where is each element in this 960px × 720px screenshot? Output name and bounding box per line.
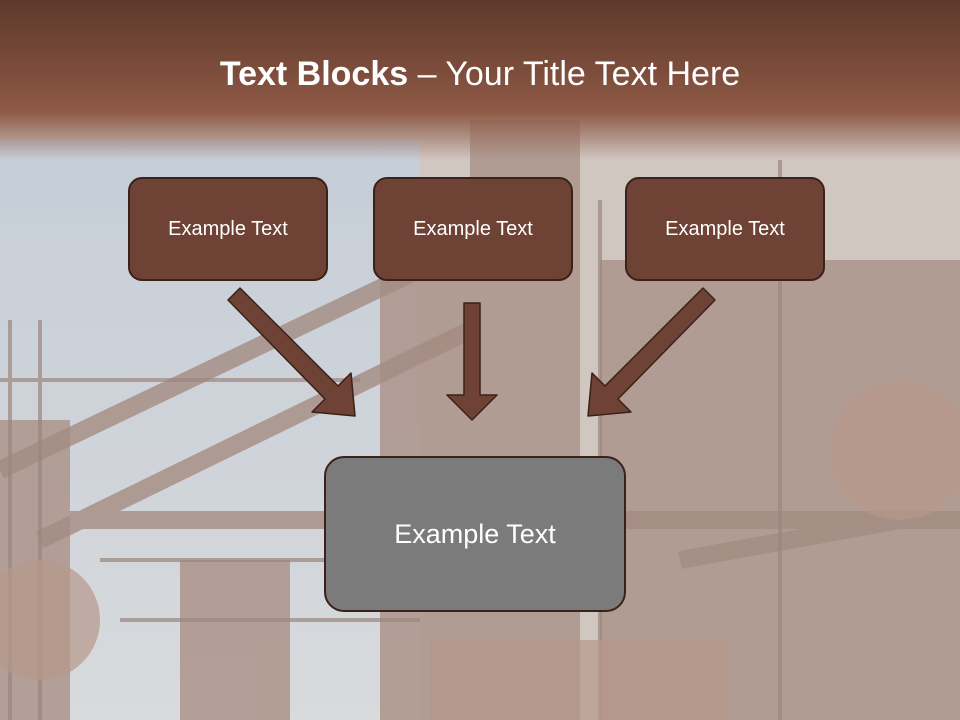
title-banner [0,0,960,160]
main-box-label: Example Text [394,518,556,549]
box-3-label: Example Text [665,217,785,240]
arrow-right [587,287,716,417]
title-bold: Text Blocks [219,55,409,93]
title-rest: – Your Title Text Here [408,55,741,93]
slide-title: Text Blocks – Your Title Text Here [0,55,960,94]
arrow-left [227,287,356,417]
example-text-box-3: Example Text [625,177,825,281]
example-text-box-1: Example Text [128,177,328,281]
box-2-label: Example Text [413,217,533,240]
example-text-box-main: Example Text [324,456,626,612]
box-1-label: Example Text [168,217,288,240]
arrow-center [446,302,498,421]
example-text-box-2: Example Text [373,177,573,281]
